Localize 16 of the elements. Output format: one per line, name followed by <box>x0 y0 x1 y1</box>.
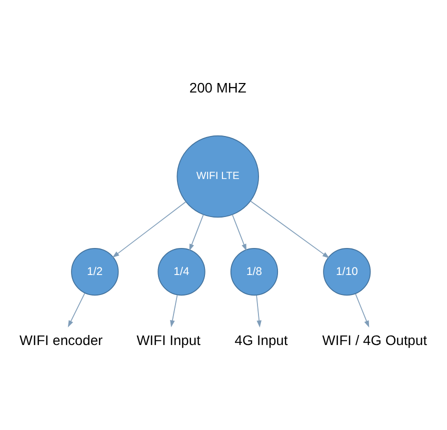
node-circle: 1/4 <box>158 247 206 296</box>
node-text: 4G Input <box>234 332 288 348</box>
node-circle: 1/8 <box>230 247 278 296</box>
node-text: WIFI encoder <box>20 332 103 348</box>
arrow <box>112 200 186 258</box>
node-circle: WIFI LTE <box>176 134 259 218</box>
arrow <box>256 294 262 327</box>
node-text: WIFI / 4G Output <box>322 332 427 348</box>
arrow <box>250 200 330 258</box>
node-label: 200 MHZ <box>189 78 246 95</box>
arrow <box>170 294 178 327</box>
arrow <box>189 214 204 250</box>
arrow <box>68 292 86 327</box>
node-text: WIFI Input <box>136 332 200 348</box>
arrow <box>355 293 370 328</box>
arrow <box>232 214 246 250</box>
